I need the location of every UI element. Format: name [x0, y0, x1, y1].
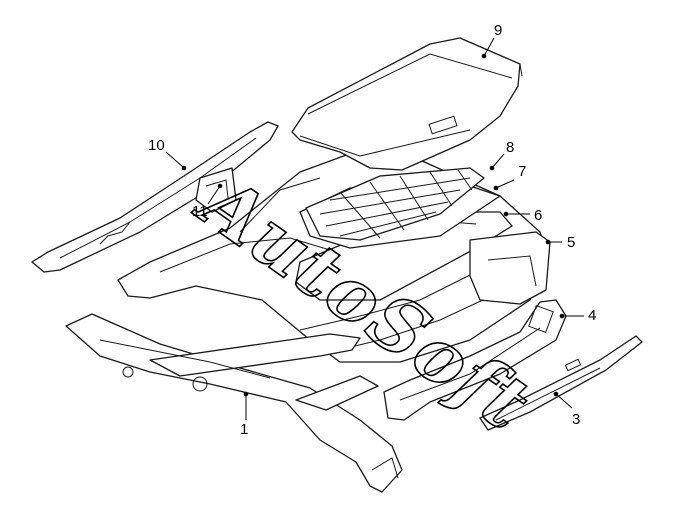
callout-3: 3	[572, 411, 580, 428]
callout-9: 9	[494, 22, 502, 39]
part-4-rear-bracket	[383, 299, 567, 421]
part-1-front-frame	[65, 313, 403, 493]
part-3-bumper-bar	[479, 335, 643, 431]
callout-5: 5	[567, 234, 575, 251]
part-5-rear-crossmember	[469, 231, 551, 305]
callout-labels: 1 3 4 5 6 7 8 9 10 11	[148, 22, 596, 438]
callout-8: 8	[506, 139, 514, 156]
callout-6: 6	[534, 207, 542, 224]
part-11-bracket	[195, 167, 237, 213]
callout-11: 11	[192, 203, 208, 220]
part-10-side-rail	[31, 121, 279, 273]
callout-7: 7	[518, 163, 526, 180]
callout-1: 1	[240, 421, 248, 438]
callout-4: 4	[588, 307, 596, 324]
callout-10: 10	[148, 137, 165, 154]
part-8-cargo-net	[305, 167, 485, 241]
callout-leaders	[165, 37, 584, 420]
part-9-luggage-cover	[291, 37, 523, 171]
